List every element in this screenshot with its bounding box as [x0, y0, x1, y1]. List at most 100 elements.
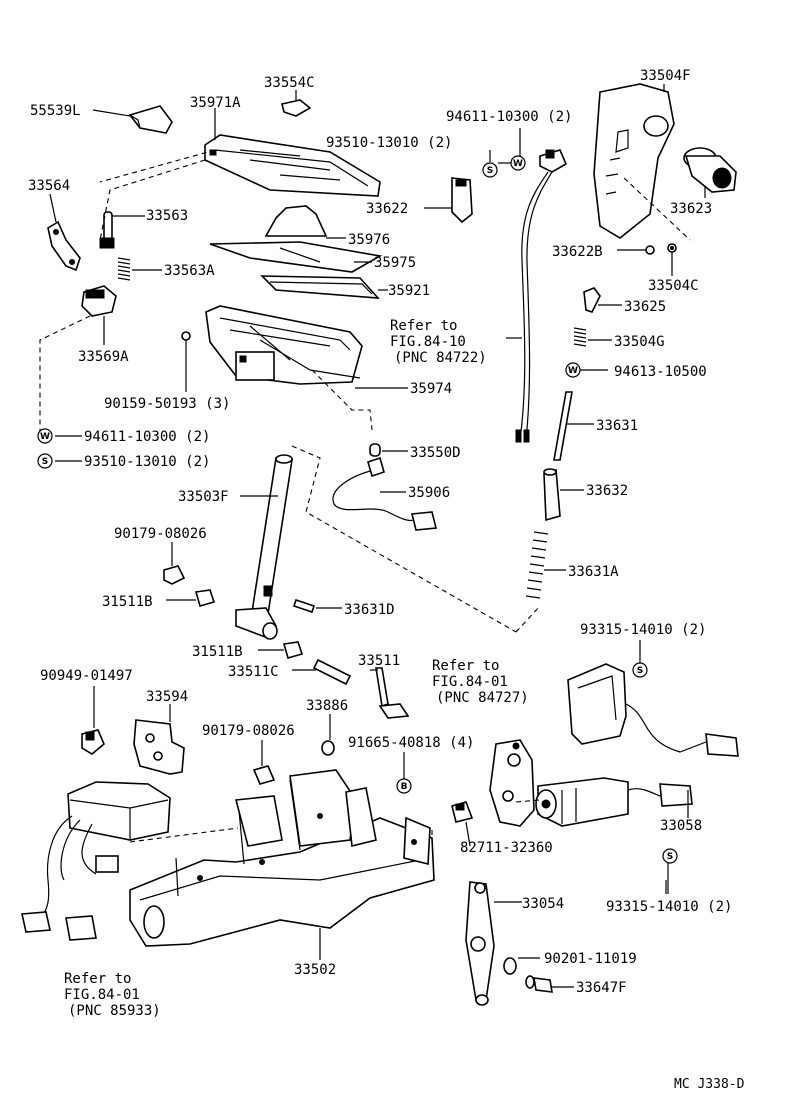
- part-33631d-pin: [292, 598, 342, 614]
- label-33504c: 33504C: [648, 278, 699, 294]
- part-33569a-switch: [81, 285, 117, 345]
- label-90179-b: 90179-08026: [202, 723, 295, 739]
- label-94611-left: 94611-10300 (2): [84, 429, 210, 445]
- svg-text:S: S: [487, 166, 493, 176]
- label-93510-top: 93510-13010 (2): [326, 135, 452, 151]
- svg-text:B: B: [401, 782, 408, 792]
- part-33502-base: [129, 769, 435, 960]
- label-82711: 82711-32360: [460, 840, 553, 856]
- part-90179-bushing-b: [252, 740, 276, 785]
- part-33622b-washer: [617, 245, 655, 255]
- part-90201-washer: [503, 957, 540, 975]
- label-33569a: 33569A: [78, 349, 129, 365]
- w-washer-mark-right: W: [565, 362, 581, 378]
- part-33058-solenoid: [535, 777, 693, 827]
- w-washer-mark-top: W: [510, 155, 526, 171]
- label-35975: 35975: [374, 255, 416, 271]
- label-35974: 35974: [410, 381, 452, 397]
- s-screw-mark-left: S: [37, 453, 53, 469]
- ref-84727-line2: FIG.84-01: [432, 674, 508, 690]
- part-35971a-indicator-housing: [204, 108, 381, 197]
- footer-code: MC J338-D: [674, 1077, 745, 1092]
- label-31511b-b: 31511B: [192, 644, 243, 660]
- part-33563a-spring: [117, 257, 162, 281]
- label-33563: 33563: [146, 208, 188, 224]
- label-35921: 35921: [388, 283, 430, 299]
- label-33594: 33594: [146, 689, 188, 705]
- part-33054-lever: [465, 881, 522, 1006]
- label-31511b-a: 31511B: [102, 594, 153, 610]
- part-computer-unit: [21, 781, 171, 941]
- label-91665: 91665-40818 (4): [348, 735, 474, 751]
- part-90179-bushing-a: [163, 542, 186, 585]
- label-33631d: 33631D: [344, 602, 395, 618]
- label-33625: 33625: [624, 299, 666, 315]
- label-35976: 35976: [348, 232, 390, 248]
- label-93315-bottom: 93315-14010 (2): [606, 899, 732, 915]
- part-35921-plate: [260, 275, 388, 299]
- label-33564: 33564: [28, 178, 70, 194]
- part-35974-housing: [205, 305, 408, 431]
- ref-85933-line3: (PNC 85933): [68, 1003, 161, 1019]
- label-94611-top: 94611-10300 (2): [446, 109, 572, 125]
- label-93315-top: 93315-14010 (2): [580, 622, 706, 638]
- svg-text:W: W: [568, 366, 578, 376]
- label-93510-left: 93510-13010 (2): [84, 454, 210, 470]
- part-33504g-spring: [573, 327, 612, 347]
- part-switch-harness: [506, 149, 568, 443]
- s-screw-mark-top: S: [482, 162, 498, 178]
- label-33563a: 33563A: [164, 263, 215, 279]
- label-33550d: 33550D: [410, 445, 461, 461]
- label-35971a: 35971A: [190, 95, 241, 111]
- ref-85933-line1: Refer to: [64, 971, 131, 987]
- ref-84722-line3: (PNC 84722): [394, 350, 487, 366]
- svg-text:W: W: [40, 432, 50, 442]
- svg-text:W: W: [513, 159, 523, 169]
- ref-84727-line3: (PNC 84727): [436, 690, 529, 706]
- part-33511-bolt: [370, 667, 410, 719]
- part-35975-plate: [209, 241, 383, 273]
- label-90949: 90949-01497: [40, 668, 133, 684]
- part-35976-boot: [264, 205, 346, 239]
- label-33554c: 33554C: [264, 75, 315, 91]
- part-33622-bracket: [424, 177, 473, 224]
- part-shift-lock-bracket: [489, 739, 535, 827]
- part-33647f-bolt: [525, 975, 574, 993]
- label-33504f: 33504F: [640, 68, 691, 84]
- label-33054: 33054: [522, 896, 564, 912]
- label-33622b: 33622B: [552, 244, 603, 260]
- part-ecu-module: [567, 663, 739, 757]
- part-33623-button: [683, 147, 737, 198]
- part-33550d-bulb: [369, 443, 408, 457]
- part-82711-grommet: [451, 801, 474, 847]
- label-94613: 94613-10500: [614, 364, 707, 380]
- ref-84722-line2: FIG.84-10: [390, 334, 466, 350]
- svg-text:S: S: [667, 852, 673, 862]
- ref-85933-line2: FIG.84-01: [64, 987, 140, 1003]
- b-bolt-mark: B: [396, 778, 412, 794]
- label-90179-a: 90179-08026: [114, 526, 207, 542]
- label-33647f: 33647F: [576, 980, 627, 996]
- svg-text:S: S: [42, 457, 48, 467]
- part-33504f-shift-knob: [593, 83, 675, 239]
- s-screw-mark-right-top: S: [632, 662, 648, 678]
- part-33631-rod: [553, 391, 594, 461]
- label-33511: 33511: [358, 653, 400, 669]
- label-33058: 33058: [660, 818, 702, 834]
- part-35906-harness: [332, 456, 438, 531]
- label-33511c: 33511C: [228, 664, 279, 680]
- label-33631: 33631: [596, 418, 638, 434]
- label-33502: 33502: [294, 962, 336, 978]
- ref-84727-line1: Refer to: [432, 658, 499, 674]
- part-33886-grommet: [321, 714, 335, 756]
- part-31511b-bushing-a: [166, 589, 216, 607]
- s-screw-mark-right-bottom: S: [662, 848, 678, 864]
- label-90201: 90201-11019: [544, 951, 637, 967]
- part-90159-screw: [181, 331, 191, 392]
- part-33594-bracket: [133, 704, 185, 775]
- label-33504g: 33504G: [614, 334, 665, 350]
- part-33504c-clip: [667, 243, 677, 276]
- label-33622: 33622: [366, 201, 408, 217]
- part-33564-bracket: [47, 193, 81, 272]
